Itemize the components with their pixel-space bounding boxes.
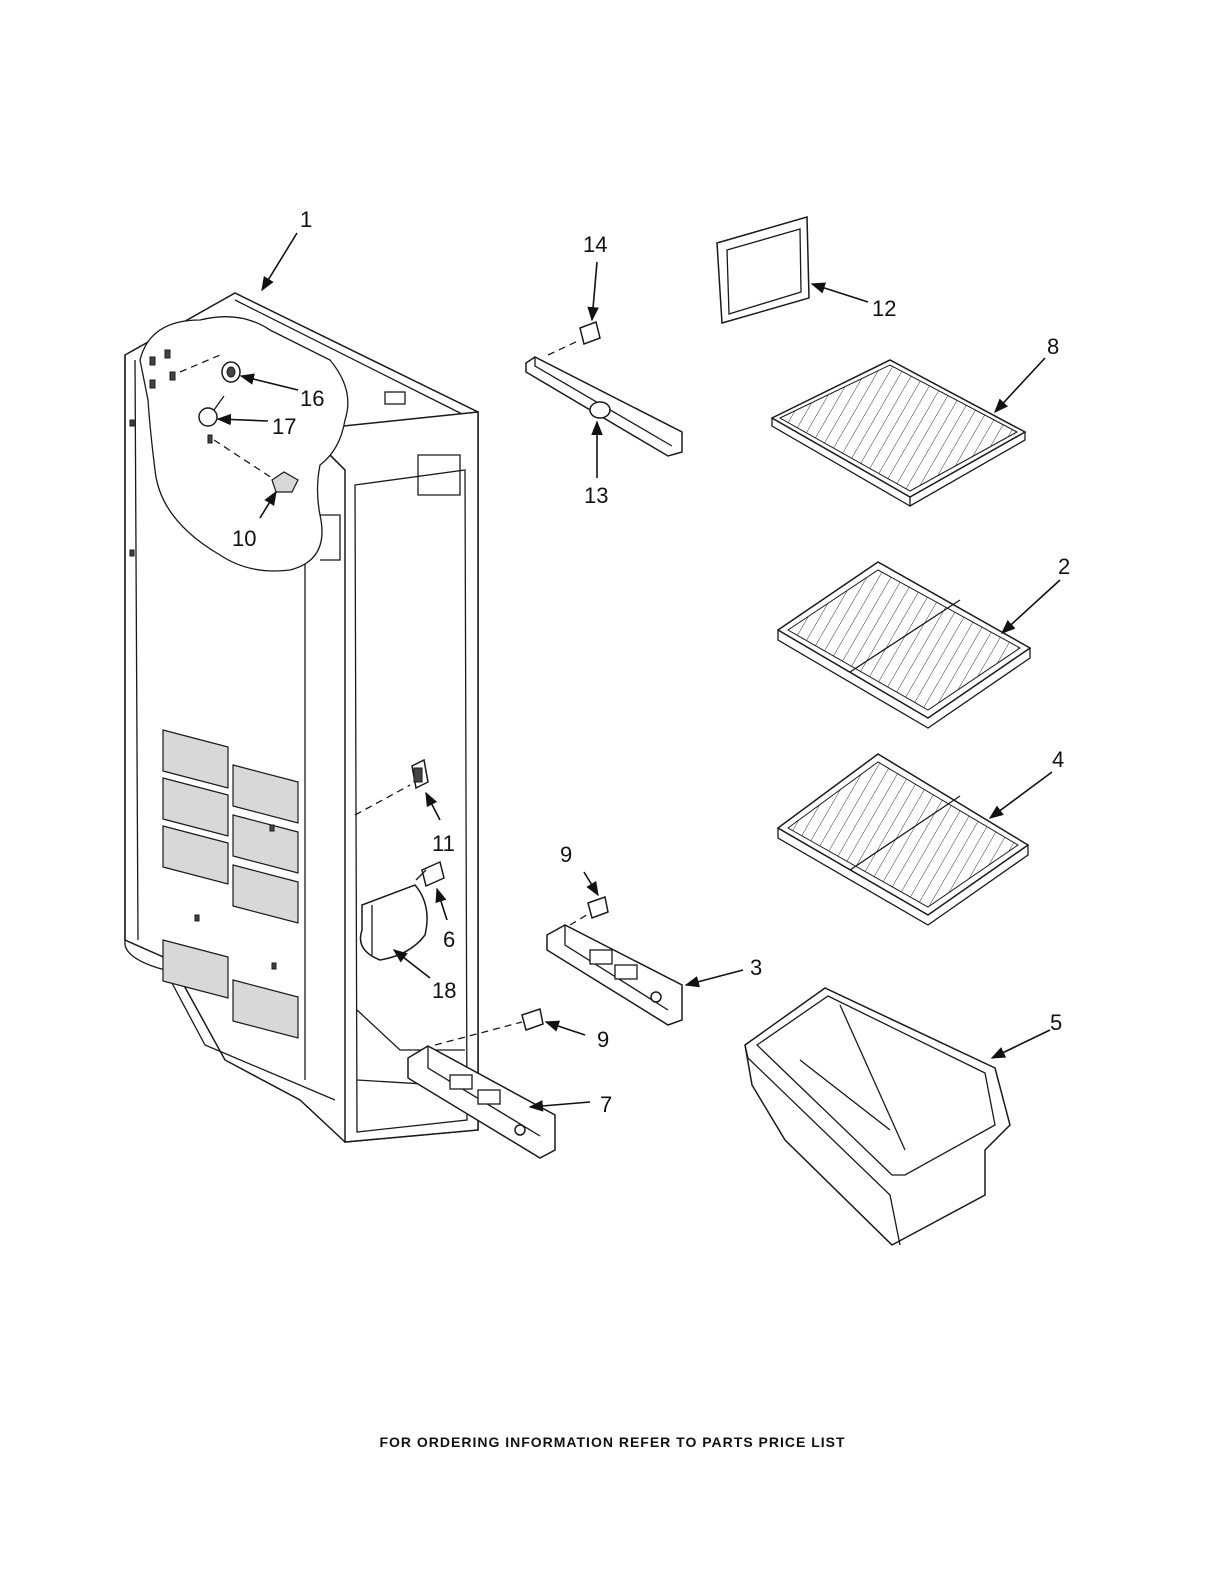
callout-18: 18 [432, 978, 456, 1003]
callout-6: 6 [443, 927, 455, 952]
tray-12 [717, 217, 809, 323]
callout-7: 7 [600, 1092, 612, 1117]
callout-12: 12 [872, 296, 896, 321]
bracket-3 [547, 925, 682, 1025]
callout-9-upper: 9 [560, 842, 572, 867]
callout-4: 4 [1052, 747, 1064, 772]
callout-17: 17 [272, 414, 296, 439]
callout-2: 2 [1058, 554, 1070, 579]
callout-5: 5 [1050, 1010, 1062, 1035]
callout-13: 13 [584, 483, 608, 508]
light-socket-16 [222, 362, 240, 382]
freezer-liner [125, 293, 478, 1142]
wire-shelf-4 [778, 754, 1028, 925]
shelf-8 [772, 360, 1025, 506]
bin-5 [745, 988, 1010, 1245]
callout-3: 3 [750, 955, 762, 980]
callout-11: 11 [432, 831, 455, 856]
footer-ordering-info: FOR ORDERING INFORMATION REFER TO PARTS … [0, 1434, 1225, 1450]
callout-14: 14 [583, 232, 607, 257]
callout-8: 8 [1047, 334, 1059, 359]
screw-9-lower [522, 1009, 543, 1030]
rail-13 [526, 357, 682, 456]
callout-9-lower: 9 [597, 1027, 609, 1052]
callout-16: 16 [300, 386, 324, 411]
screw-14 [580, 322, 600, 344]
callout-10: 10 [232, 526, 256, 551]
screw-9-upper [588, 897, 608, 918]
wire-shelf-2 [778, 562, 1030, 728]
callout-1: 1 [300, 207, 312, 232]
